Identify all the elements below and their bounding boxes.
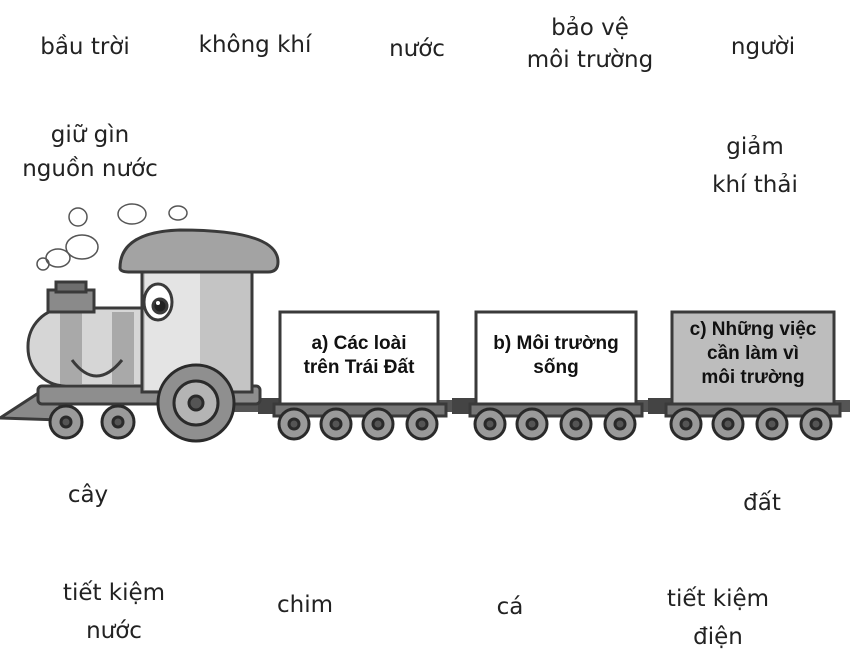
wagon-c-label: c) Những việc cần làm vì môi trường [672, 318, 834, 390]
word-giam-khi-thai[interactable]: giảm khí thải [695, 128, 815, 204]
word-bao-ve-moi-truong[interactable]: bảo vệ môi trường [512, 12, 668, 76]
word-tiet-kiem-dien-line-1: tiết kiệm [666, 586, 770, 612]
word-tiet-kiem-nuoc-line-2: nước [86, 618, 142, 644]
wagon-c-line-2: cần làm vì [707, 343, 799, 364]
word-tiet-kiem-nuoc[interactable]: tiết kiệm nước [48, 574, 180, 650]
wagon-b-line-2: sống [533, 357, 579, 378]
word-giu-gin-line-1: giữ gìn [50, 122, 130, 148]
wagon-a [272, 310, 448, 418]
wagon-a-label: a) Các loài trên Trái Đất [280, 332, 438, 380]
word-tiet-kiem-dien-line-2: điện [693, 624, 743, 650]
word-giam-line-2: khí thải [712, 172, 798, 198]
word-ca-text: cá [496, 594, 524, 620]
word-ca[interactable]: cá [480, 590, 540, 624]
wagon-b [468, 310, 644, 418]
word-giu-gin-line-2: nguồn nước [22, 156, 158, 182]
word-dat[interactable]: đất [722, 486, 802, 520]
word-nguoi[interactable]: người [715, 30, 811, 64]
word-nuoc[interactable]: nước [375, 32, 459, 66]
smoke-puffs [36, 203, 188, 271]
wagon-b-label: b) Môi trường sống [476, 332, 636, 380]
word-tiet-kiem-nuoc-line-1: tiết kiệm [62, 580, 166, 606]
word-bao-ve-line-2: môi trường [526, 47, 654, 73]
wagon-a-line-1: a) Các loài [311, 333, 407, 354]
word-bau-troi-text: bầu trời [40, 34, 130, 60]
word-chim[interactable]: chim [262, 588, 348, 622]
wagon-c-line-3: môi trường [701, 367, 805, 388]
word-cay-text: cây [67, 482, 109, 508]
word-nuoc-text: nước [389, 36, 445, 62]
wagon-b-line-1: b) Môi trường [493, 333, 619, 354]
word-bao-ve-line-1: bảo vệ [551, 15, 629, 41]
locomotive [0, 228, 280, 422]
word-khong-khi[interactable]: không khí [190, 28, 320, 62]
word-cay[interactable]: cây [48, 478, 128, 512]
word-tiet-kiem-dien[interactable]: tiết kiệm điện [652, 580, 784, 656]
word-chim-text: chim [276, 592, 334, 618]
word-khong-khi-text: không khí [198, 32, 312, 58]
word-bau-troi[interactable]: bầu trời [30, 30, 140, 64]
word-giu-gin-nguon-nuoc[interactable]: giữ gìn nguồn nước [10, 118, 170, 186]
wagon-c-line-1: c) Những việc [689, 319, 817, 340]
wagon-a-line-2: trên Trái Đất [303, 357, 415, 378]
word-giam-line-1: giảm [726, 134, 784, 160]
locomotive-wheels [48, 363, 236, 443]
word-nguoi-text: người [730, 34, 796, 60]
word-dat-text: đất [743, 490, 781, 516]
wagon-wheels [277, 407, 833, 441]
wagon-c [664, 310, 842, 418]
